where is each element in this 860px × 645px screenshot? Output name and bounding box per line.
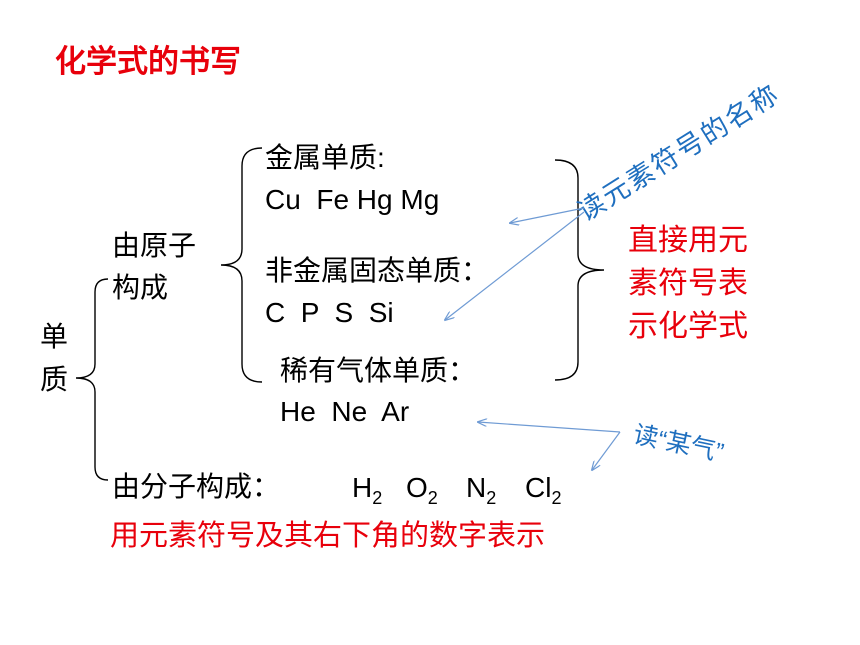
arrow-to-noble-gas — [478, 422, 621, 433]
slide-title: 化学式的书写 — [55, 44, 241, 79]
molecular-label: 由分子构成： — [112, 471, 280, 502]
formula-symbol: H — [352, 472, 372, 503]
nonmetal-examples: C P S Si — [265, 297, 394, 328]
arrow-to-molecular — [592, 431, 621, 470]
atomic-rule-line1: 直接用元 — [628, 224, 748, 257]
atomic-rule-line2: 素符号表 — [628, 267, 748, 300]
formula-subscript: 2 — [372, 488, 382, 508]
formula-h2: H2 — [352, 472, 382, 508]
formula-subscript: 2 — [551, 488, 561, 508]
noble-gas-examples: He Ne Ar — [280, 396, 409, 427]
root-brace — [75, 278, 109, 481]
note-noble-gas: 读“某气” — [631, 420, 726, 466]
formula-o2: O2 — [406, 472, 438, 508]
formula-symbol: O — [406, 472, 428, 503]
molecular-rule: 用元素符号及其右下角的数字表示 — [110, 519, 545, 552]
note-element-name: 读元素符号的名称 — [572, 79, 785, 227]
nonmetal-heading: 非金属固态单质： — [265, 255, 489, 286]
metal-heading: 金属单质: — [265, 142, 385, 173]
noble-gas-heading: 稀有气体单质： — [280, 355, 476, 386]
formula-cl2: Cl2 — [525, 472, 561, 508]
atomic-label-line1: 由原子 — [112, 230, 196, 261]
formula-symbol: N — [466, 472, 486, 503]
root-label-line2: 质 — [40, 364, 68, 395]
root-label-line1: 单 — [40, 321, 68, 352]
formula-symbol: Cl — [525, 472, 551, 503]
arrow-to-metal — [510, 207, 585, 223]
formula-subscript: 2 — [428, 488, 438, 508]
atomic-label-line2: 构成 — [112, 272, 168, 303]
atomic-rule-line3: 示化学式 — [628, 310, 748, 343]
formula-subscript: 2 — [486, 488, 496, 508]
formula-n2: N2 — [466, 472, 496, 508]
rule-brace — [554, 159, 605, 381]
metal-examples: Cu Fe Hg Mg — [265, 184, 439, 215]
arrow-to-nonmetal — [445, 211, 585, 320]
groups-brace — [220, 147, 263, 383]
